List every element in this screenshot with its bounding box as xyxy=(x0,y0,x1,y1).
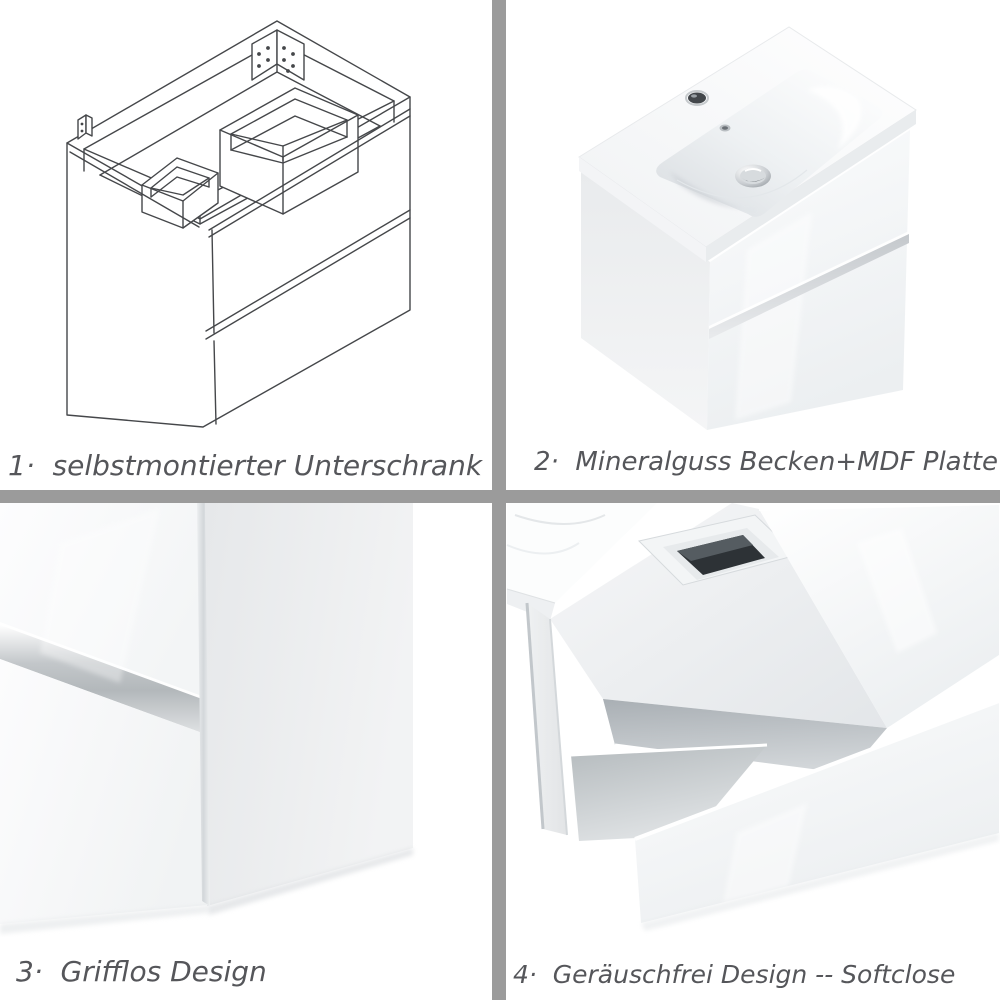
handleless-groove-closeup xyxy=(0,503,413,934)
basin-bowl xyxy=(656,69,883,217)
faucet-hole xyxy=(685,90,709,106)
quadrant-3-grifflos-closeup: 3· Grifflos Design xyxy=(0,503,492,1000)
mounting-bracket xyxy=(251,29,305,81)
quadrant-2-basin-photo: 2· Mineralguss Becken+MDF Platte xyxy=(506,0,1000,490)
lower-drawer-front xyxy=(634,699,1000,931)
carcass-side-strip xyxy=(525,602,568,836)
inner-drawer-box-small xyxy=(141,157,219,229)
siphon-cutout xyxy=(638,514,798,586)
drain-cap xyxy=(735,164,771,188)
caption-2: 2· Mineralguss Becken+MDF Platte xyxy=(534,447,998,478)
mounting-bracket-left xyxy=(77,114,93,140)
open-drawers-softclose-photo xyxy=(506,503,1000,931)
quadrant-4-softclose-photo: 4· Geräuschfrei Design -- Softclose xyxy=(506,503,1000,1000)
carcass-outline xyxy=(66,20,411,428)
lower-drawer-front xyxy=(0,659,208,924)
drawer-gap xyxy=(709,234,909,339)
caption-3: 3· Grifflos Design xyxy=(16,954,267,988)
cabinet-corner-edge xyxy=(197,503,210,906)
upper-drawer-front xyxy=(758,503,1000,728)
overflow-hole xyxy=(719,124,731,132)
drawer-front-lines xyxy=(205,108,411,425)
caption-4: 4· Geräuschfrei Design -- Softclose xyxy=(513,960,956,990)
cabinet-side-panel xyxy=(581,172,710,430)
caption-1: 1· selbstmontierter Unterschrank xyxy=(8,448,483,482)
vanity-basin-photo xyxy=(578,26,917,430)
cabinet-side-panel xyxy=(205,503,413,906)
inter-drawer-shadow xyxy=(603,699,887,775)
lower-drawer-cavity xyxy=(571,745,767,841)
basin-slab-corner xyxy=(506,503,657,621)
upper-drawer-cavity xyxy=(550,503,887,728)
wireframe-cabinet-drawing xyxy=(66,20,411,428)
quadrant-1-self-assembled-cabinet: 1· selbstmontierter Unterschrank xyxy=(0,0,492,490)
